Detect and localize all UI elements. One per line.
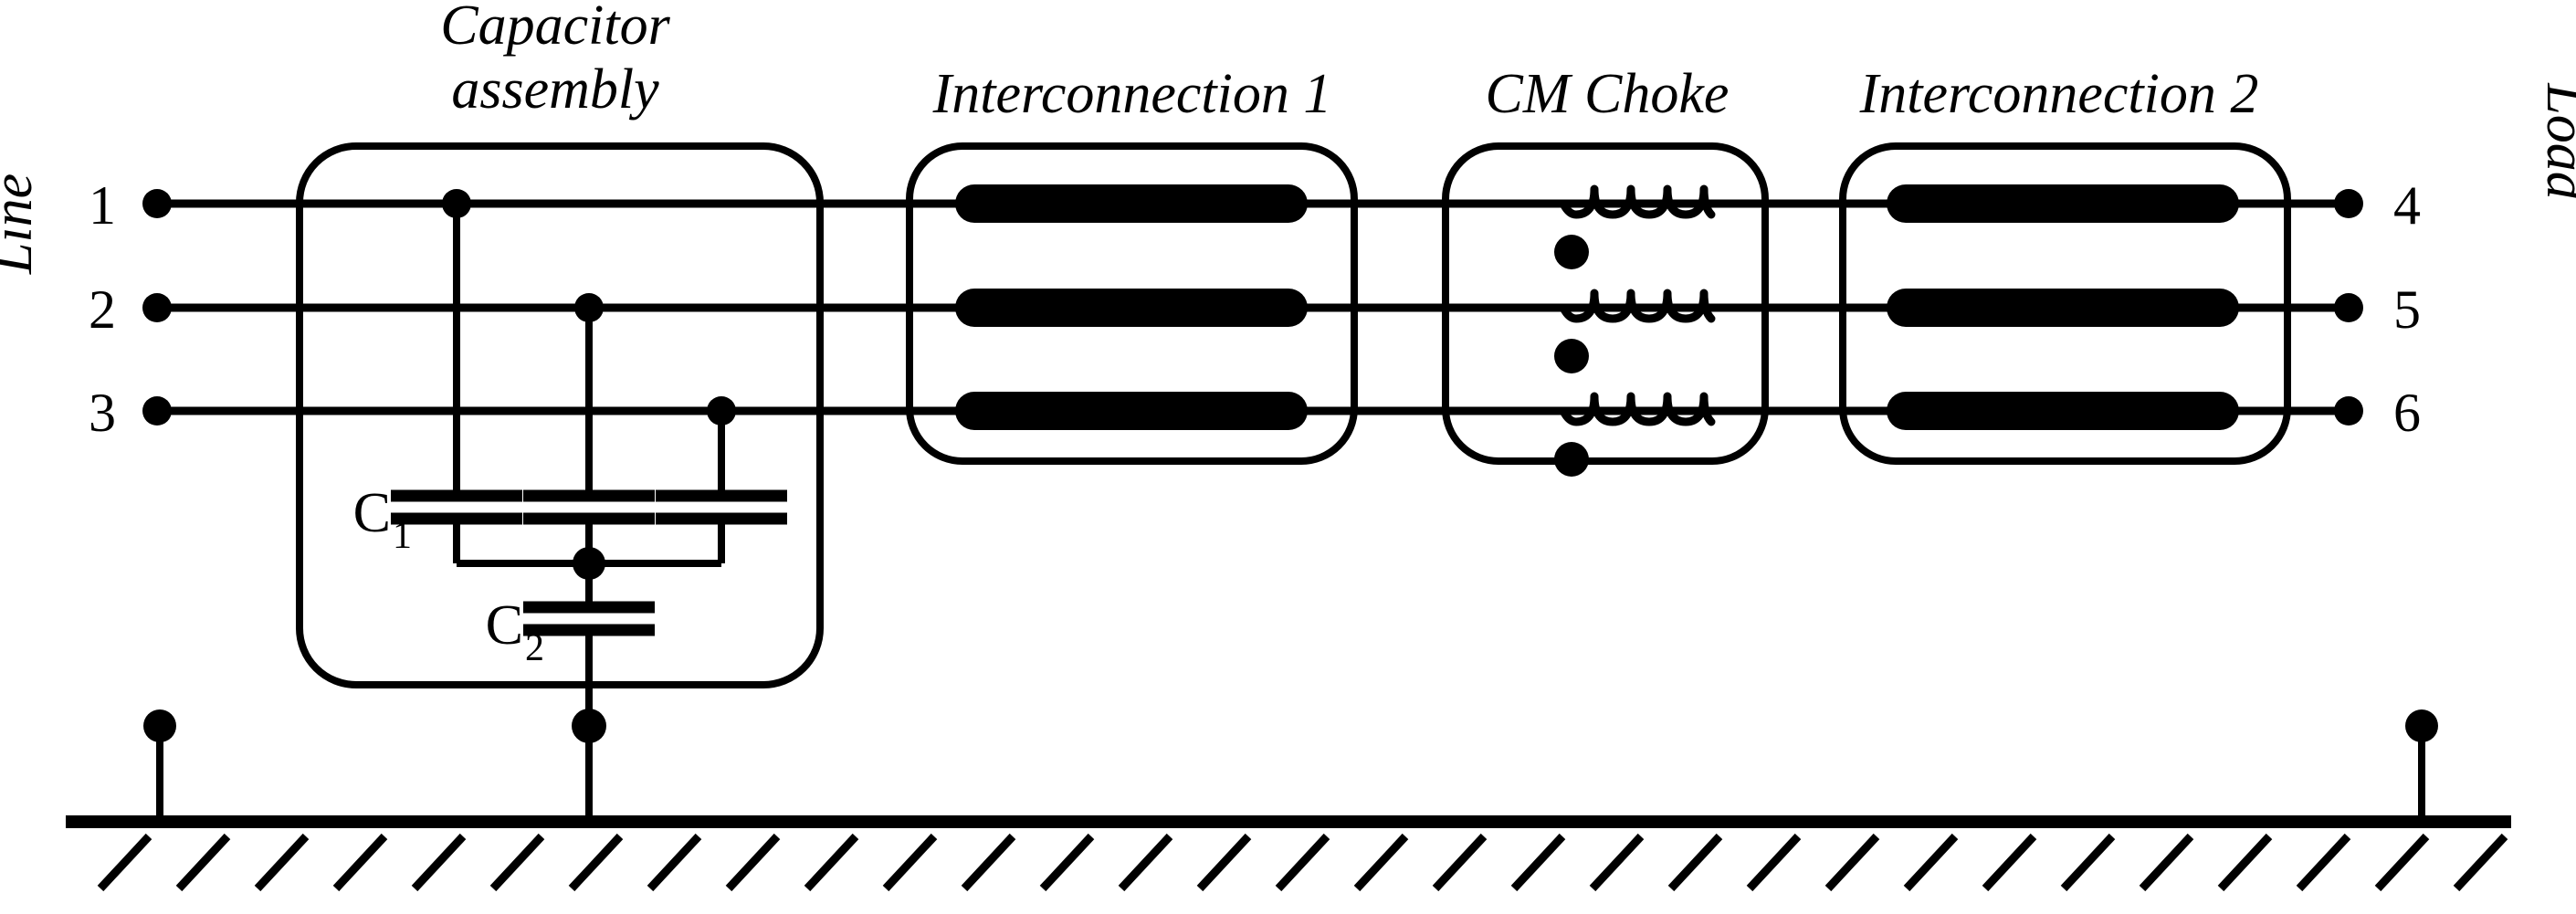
cap-tap-dot-3 <box>707 396 736 425</box>
interconnection-1-trace-1 <box>955 184 1308 223</box>
ground-hatch-mark <box>489 833 545 892</box>
ground-hatch-mark <box>1275 833 1330 892</box>
terminal-dot-3[interactable] <box>142 396 172 425</box>
ground-hatch-mark <box>1510 833 1566 892</box>
ground-connections <box>143 709 2438 822</box>
capacitor-c1-label: C <box>353 482 391 544</box>
cm-choke-title: CM Choke <box>1486 63 1730 125</box>
ground-hatch-mark <box>1746 833 1802 892</box>
interconnection-1-block[interactable] <box>906 142 1358 465</box>
ground-hatch-mark <box>647 833 702 892</box>
ground-hatch-mark <box>1667 833 1723 892</box>
cap-tap-dot-2 <box>574 293 604 322</box>
ground-hatch-mark <box>1196 833 1252 892</box>
cm-choke-polarity-dot-3 <box>1554 442 1589 477</box>
cm-choke-polarity-dot-1 <box>1554 235 1589 269</box>
load-label-text: Load <box>2535 82 2576 200</box>
ground-post-right-dot[interactable] <box>2405 709 2438 742</box>
interconnection-2-outline <box>1839 142 2291 465</box>
ground-hatch-mark <box>2296 833 2351 892</box>
terminal-dot-5[interactable] <box>2334 293 2363 322</box>
load-side-label: Load <box>2535 82 2576 200</box>
cm-choke-outline <box>1442 142 1769 465</box>
ground-hatch-mark <box>2453 833 2508 892</box>
capacitor-assembly-title-line2: assembly <box>451 58 659 121</box>
terminal-dot-2[interactable] <box>142 293 172 322</box>
line-label-text: Line <box>0 173 44 275</box>
terminal-label-1: 1 <box>89 175 116 236</box>
cm-choke-winding-3 <box>1559 392 1716 426</box>
interconnection-2-trace-2 <box>1887 289 2239 327</box>
ground-hatch-mark <box>2374 833 2430 892</box>
left-terminals: 1 2 3 <box>89 175 172 443</box>
ground-hatch-mark <box>568 833 624 892</box>
interconnection-2-block[interactable] <box>1839 142 2291 465</box>
ground-hatch-mark <box>725 833 781 892</box>
interconnection-2-trace-1 <box>1887 184 2239 223</box>
capacitor-assembly-title-line1: Capacitor <box>440 0 670 57</box>
cm-choke-polarity-dot-2 <box>1554 339 1589 373</box>
interconnection-1-outline <box>906 142 1358 465</box>
capacitor-c2-subscript: 2 <box>525 627 544 669</box>
cm-choke-winding-1 <box>1559 184 1716 219</box>
terminal-dot-4[interactable] <box>2334 189 2363 218</box>
terminal-label-4: 4 <box>2393 175 2421 236</box>
terminal-label-6: 6 <box>2393 383 2421 443</box>
ground-hatch-mark <box>1353 833 1409 892</box>
ground-hatch-mark <box>882 833 938 892</box>
capacitor-assembly-block[interactable]: C 1 C 2 <box>296 142 824 802</box>
ground-hatch-mark <box>254 833 310 892</box>
terminal-label-5: 5 <box>2393 279 2421 340</box>
ground-post-left-dot[interactable] <box>143 709 176 742</box>
terminal-dot-1[interactable] <box>142 189 172 218</box>
terminal-label-2: 2 <box>89 279 116 340</box>
ground-plane <box>66 815 2511 892</box>
ground-hatch-mark <box>1432 833 1488 892</box>
ground-hatch-mark <box>1903 833 1959 892</box>
terminal-label-3: 3 <box>89 383 116 443</box>
capacitor-c2-label: C <box>486 594 523 657</box>
ground-hatch-mark <box>1824 833 1880 892</box>
interconnection-2-trace-3 <box>1887 392 2239 430</box>
ground-hatch-mark <box>411 833 467 892</box>
ground-hatch-mark <box>2060 833 2116 892</box>
right-terminals: 4 5 6 <box>2334 175 2421 443</box>
cm-choke-block[interactable] <box>1442 142 1769 477</box>
ground-hatch-mark <box>1039 833 1095 892</box>
interconnection-1-trace-3 <box>955 392 1308 430</box>
interconnection-1-title: Interconnection 1 <box>932 63 1332 125</box>
ground-hatch-mark <box>332 833 388 892</box>
cap-tap-dot-1 <box>442 189 471 218</box>
ground-hatch-mark <box>1982 833 2037 892</box>
ground-hatch-mark <box>175 833 231 892</box>
capacitor-c1-subscript: 1 <box>393 515 412 557</box>
cm-choke-winding-2 <box>1559 289 1716 323</box>
terminal-dot-6[interactable] <box>2334 396 2363 425</box>
ground-hatch-mark <box>97 833 152 892</box>
ground-hatch-mark <box>961 833 1016 892</box>
ground-hatching <box>97 833 2508 892</box>
interconnection-1-trace-2 <box>955 289 1308 327</box>
ground-hatch-mark <box>2217 833 2273 892</box>
ground-hatch-mark <box>2139 833 2194 892</box>
interconnection-2-title: Interconnection 2 <box>1859 63 2259 125</box>
ground-hatch-mark <box>1118 833 1173 892</box>
ground-hatch-mark <box>804 833 859 892</box>
line-side-label: Line <box>0 173 44 275</box>
ground-hatch-mark <box>1589 833 1645 892</box>
capacitor-assembly-outline <box>296 142 824 688</box>
